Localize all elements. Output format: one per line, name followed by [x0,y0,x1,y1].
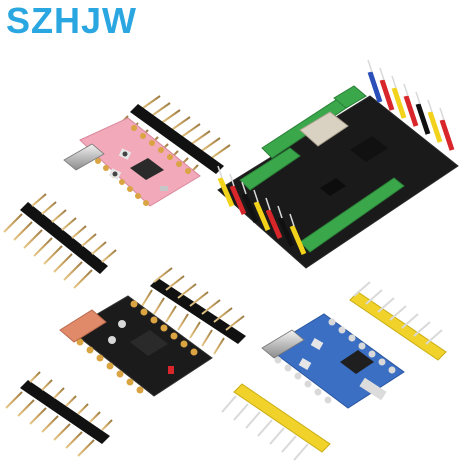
blue-board-header-top [349,281,447,361]
pink-board-pcb [63,117,201,207]
black-board-header [141,267,246,355]
brand-logo: SZHJW [6,0,137,41]
pink-board-header-bottom [3,193,117,289]
black-board [5,267,246,457]
blue-board-header-bottom [221,383,331,461]
blue-board [221,281,447,461]
expansion-shield [217,59,459,269]
black-board-header-bottom [5,371,113,457]
shield-headers [217,59,455,255]
pink-board [3,95,231,289]
